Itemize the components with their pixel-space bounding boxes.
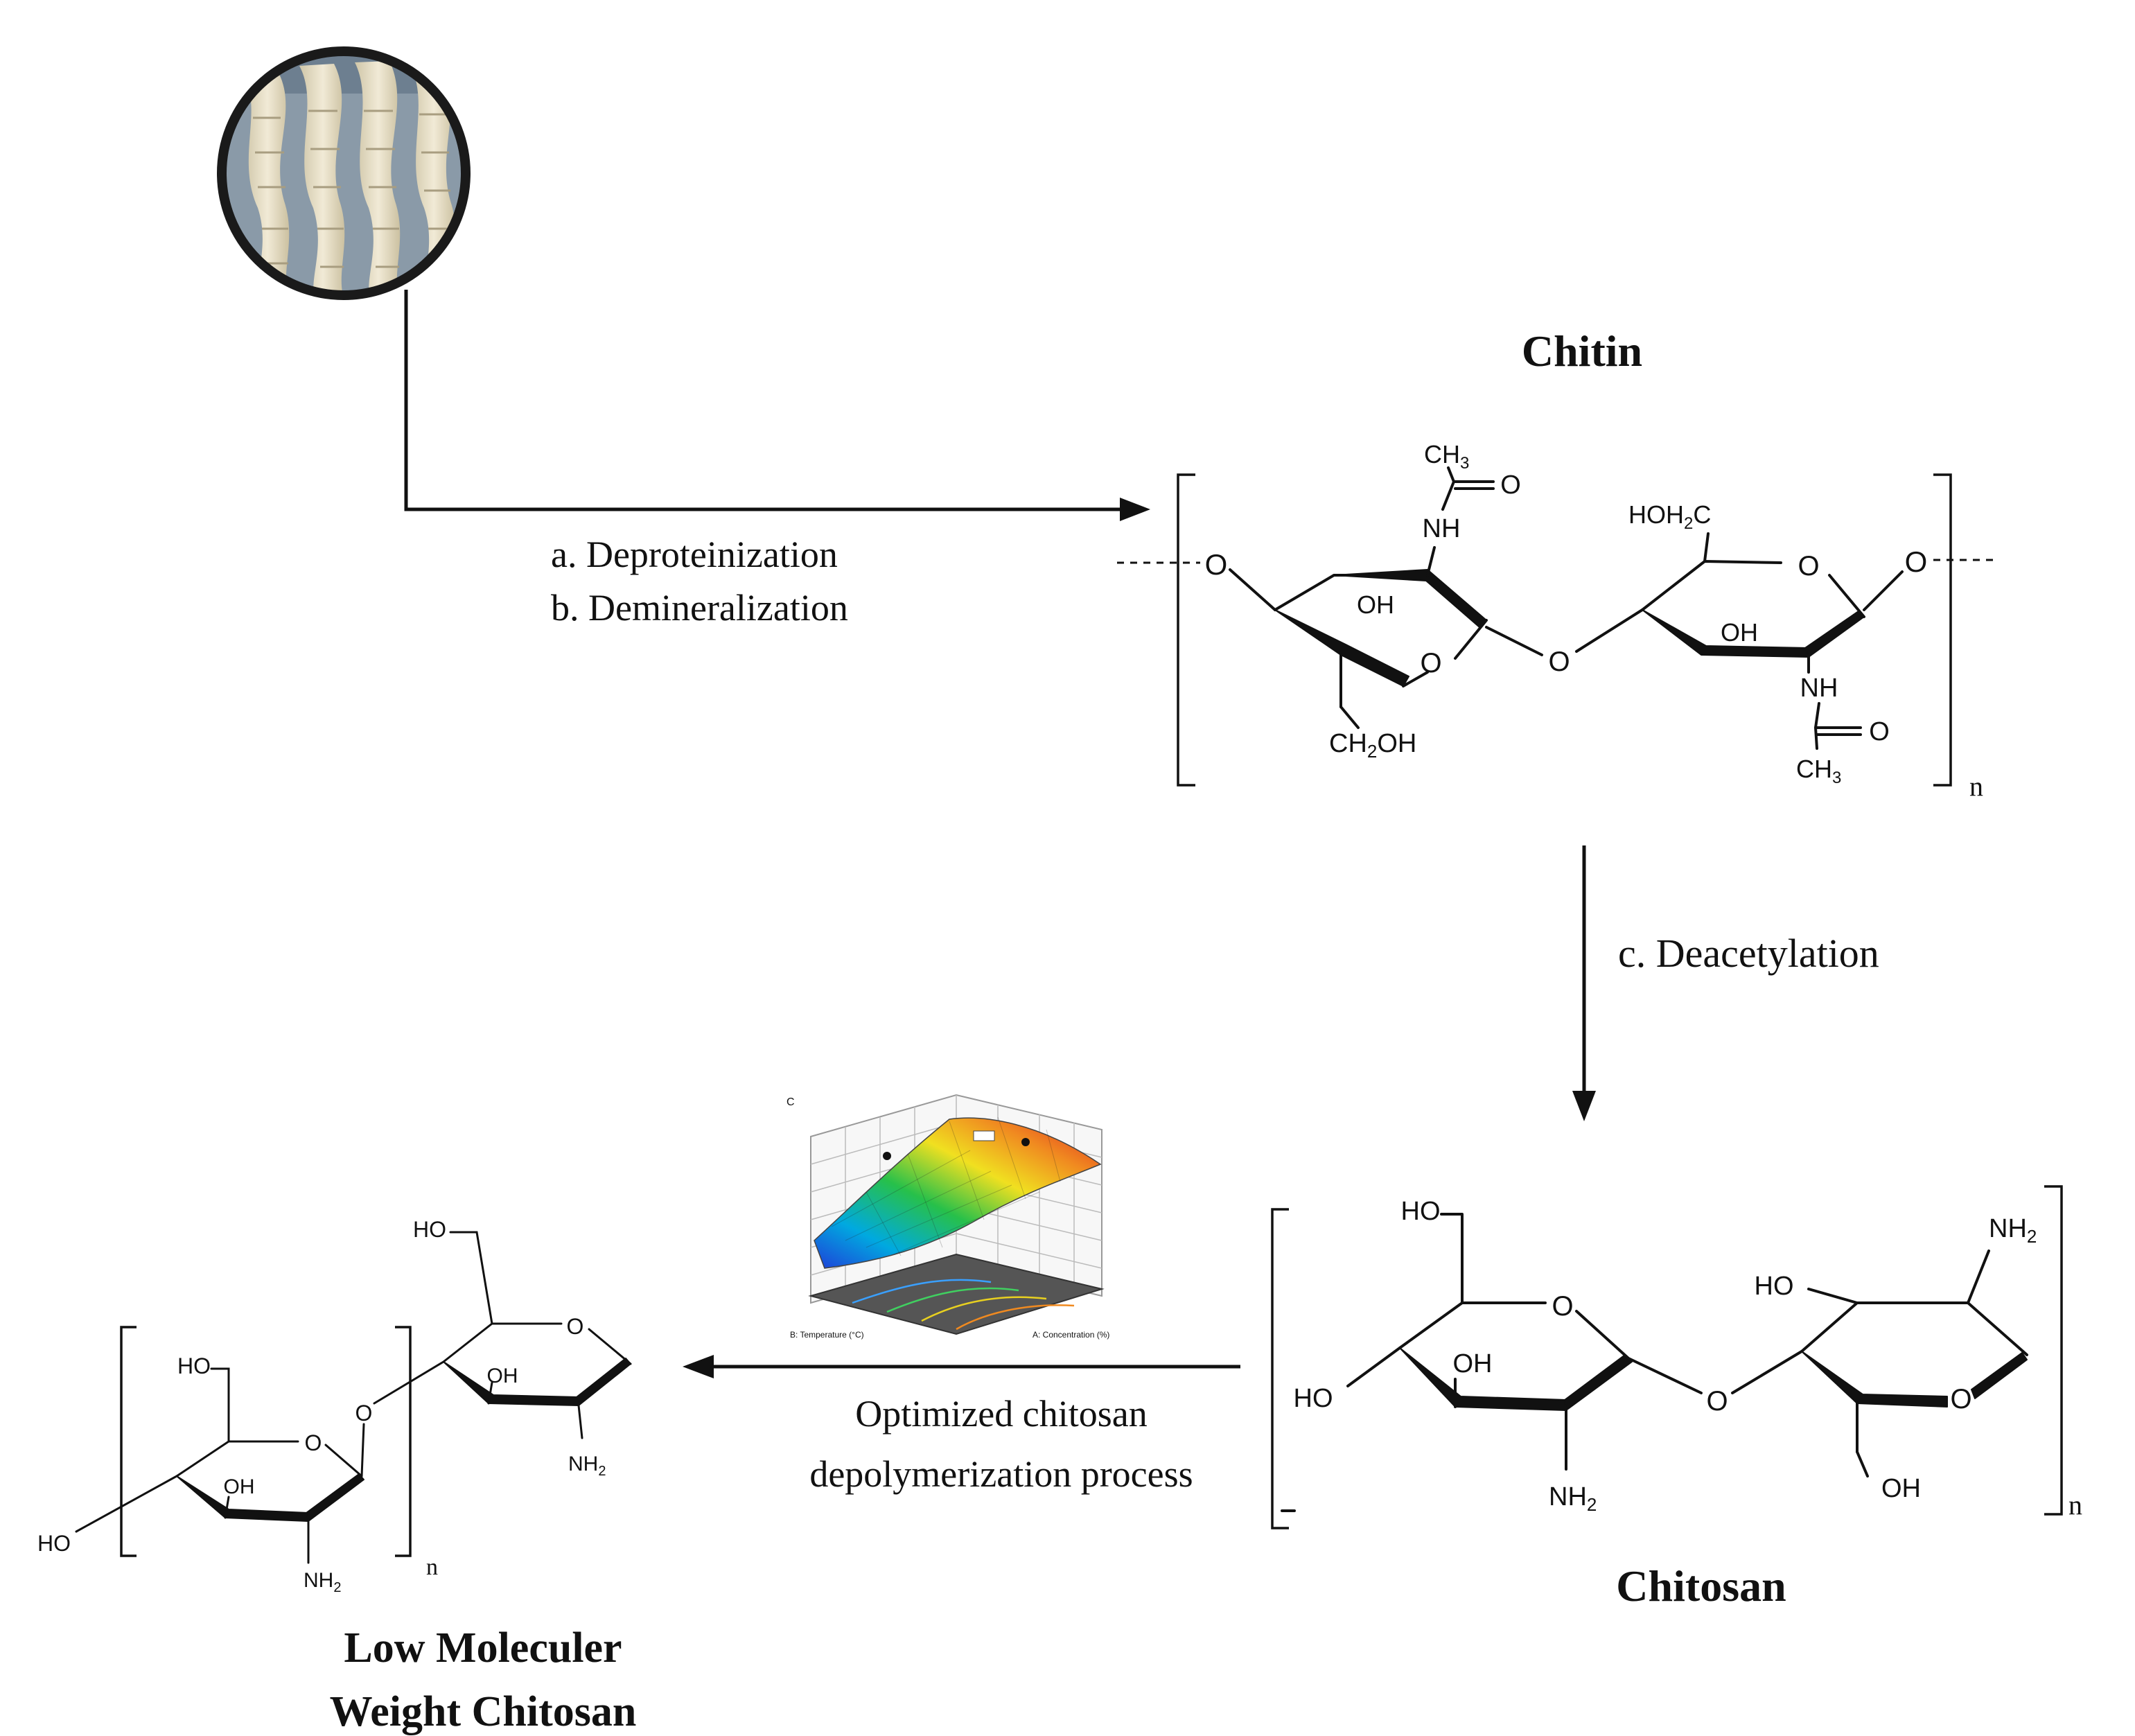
plot-y-axis-label: A: Concentration (%) [1033,1330,1109,1340]
chitin-right-bracket [1933,473,1952,787]
arrow-deproteinization [404,290,1150,521]
chitin-o-ring1: O [1420,648,1441,678]
lmw-o-ring-left: O [305,1430,322,1455]
chitin-o-ring-right: O [1798,551,1819,581]
lmw-oh-ring-right: OH [487,1365,518,1387]
step-a-label: a. Deproteinization [551,534,838,575]
chitin-hoh2c: HOH2C [1628,500,1711,533]
lmw-ho-top-left: HO [177,1353,211,1378]
chitosan-ho-top: HO [1401,1197,1441,1226]
chitin-ch3-bottom: CH3 [1796,755,1841,787]
chitosan-ho-left: HO [1294,1384,1333,1413]
chitosan-o-ring2: O [1950,1384,1971,1414]
chitosan-structure: HO O HO OH NH2 O O HO NH2 OH n [1271,1185,2082,1529]
lmw-o-ring-right: O [567,1314,584,1339]
chitin-o-carbonyl-bottom: O [1869,717,1890,746]
plot-design-point [1021,1138,1030,1146]
chitin-title: Chitin [1522,326,1642,376]
lmw-n-subscript: n [426,1554,438,1580]
photo-ring [217,46,471,300]
chitin-ch2oh: CH2OH [1329,729,1416,762]
lmw-nh2-left: NH2 [304,1569,341,1595]
shrimp-photo [217,46,471,300]
chitosan-nh2-bottom: NH2 [1549,1482,1597,1515]
arrow-depolymerization [683,1355,1240,1378]
chitin-nh-bottom: NH [1800,674,1838,703]
plot-x-axis-label: B: Temperature (°C) [790,1330,864,1340]
chitin-nh-top: NH [1423,514,1461,543]
arrow-deacetylation [1572,845,1596,1121]
lmw-nh2-right: NH2 [568,1453,606,1479]
response-surface-plot: C B: Temperature (°C) A: Concentration (… [787,1094,1109,1340]
plot-surface [814,1117,1102,1269]
plot-z-axis-label: C [787,1096,795,1108]
chitin-structure: O O OH CH2OH NH O CH3 O O OH H [1117,440,1999,802]
plot-floor-contours [852,1279,1075,1331]
chitosan-o-glyc: O [1706,1386,1728,1417]
lmw-o-glyc: O [355,1401,373,1426]
chitosan-o-ring1: O [1552,1291,1573,1322]
chitin-o-carbonyl-top: O [1500,471,1521,500]
chitin-o-right: O [1905,545,1928,578]
chitosan-right-bracket [2044,1185,2063,1516]
chitosan-title: Chitosan [1616,1561,1786,1611]
chitosan-ho-ring2: HO [1755,1272,1794,1301]
lmw-ho-top-right: HO [413,1217,446,1242]
plot-flag-marker [973,1130,995,1141]
lmw-ho-left: HO [37,1531,71,1556]
step-d-label-line2: depolymerization process [809,1453,1193,1495]
lmw-chitosan-structure: HO O OH HO NH2 O HO O OH NH2 n [37,1217,632,1595]
step-b-label: b. Demineralization [551,587,848,629]
chitosan-left-bracket [1271,1208,1289,1529]
lmw-right-bracket [395,1326,412,1557]
chitin-n-subscript: n [1969,771,1983,802]
chitin-left-bracket [1177,473,1195,787]
chitin-ch3-top: CH3 [1424,440,1469,473]
chitosan-oh-bottom: OH [1881,1474,1921,1503]
chitin-oh-ring1: OH [1357,590,1394,619]
lmw-oh-ring-left: OH [224,1475,255,1498]
chitin-oh-ring2: OH [1721,618,1758,647]
chitosan-n-subscript: n [2068,1489,2082,1520]
lmw-title-line2: Weight Chitosan [330,1688,637,1735]
chitosan-nh2-top: NH2 [1989,1214,2037,1247]
chitosan-oh-ring1: OH [1453,1349,1493,1378]
plot-design-point [883,1152,891,1160]
chitin-o-left: O [1205,548,1228,581]
step-d-label-line1: Optimized chitosan [855,1393,1147,1435]
chitin-o-glyc: O [1548,647,1570,677]
plot-surface-mesh [831,1116,1061,1256]
lmw-left-bracket [120,1326,137,1557]
step-c-label: c. Deacetylation [1618,931,1879,976]
lmw-title-line1: Low Moleculer [344,1624,622,1672]
plot-floor [808,1253,1105,1335]
